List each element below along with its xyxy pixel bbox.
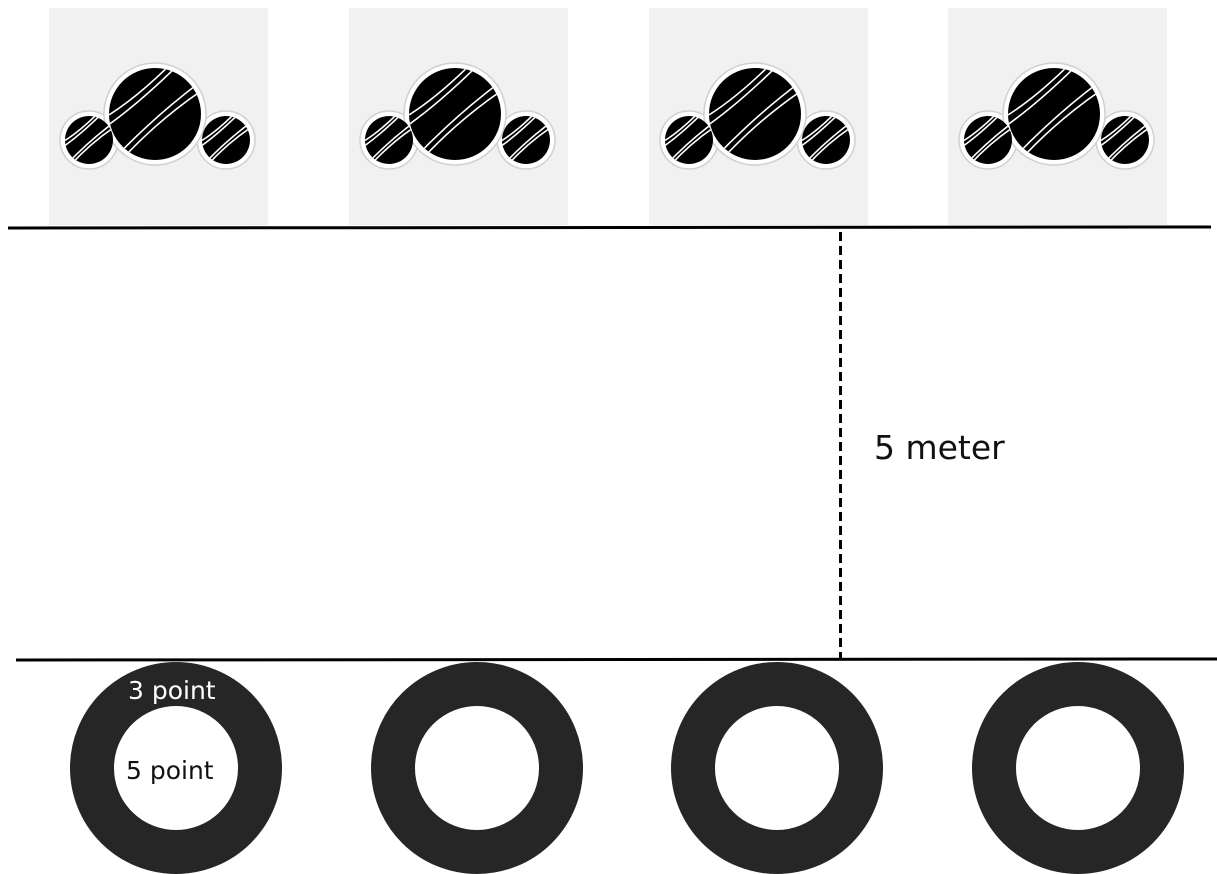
petanque-balls-icon	[958, 62, 1155, 170]
target-4	[972, 662, 1184, 874]
distance-label: 5 meter	[874, 428, 1005, 467]
distance-marker	[839, 232, 842, 658]
target-1	[70, 662, 282, 874]
ball-tile-4	[948, 8, 1167, 225]
throwing-line	[7, 225, 1212, 230]
target-3	[671, 662, 883, 874]
ring-target-icon	[371, 662, 583, 874]
ring-target-icon	[671, 662, 883, 874]
ring-target-icon	[70, 662, 282, 874]
inner-circle-label: 5 point	[126, 756, 214, 785]
target-2	[371, 662, 583, 874]
petanque-balls-icon	[59, 62, 256, 170]
ring-target-icon	[972, 662, 1184, 874]
ball-tile-3	[649, 8, 868, 225]
ball-tile-1	[49, 8, 268, 225]
outer-ring-label: 3 point	[128, 676, 216, 705]
petanque-balls-icon	[359, 62, 556, 170]
ball-tile-2	[349, 8, 568, 225]
target-line	[15, 657, 1217, 662]
petanque-balls-icon	[659, 62, 856, 170]
